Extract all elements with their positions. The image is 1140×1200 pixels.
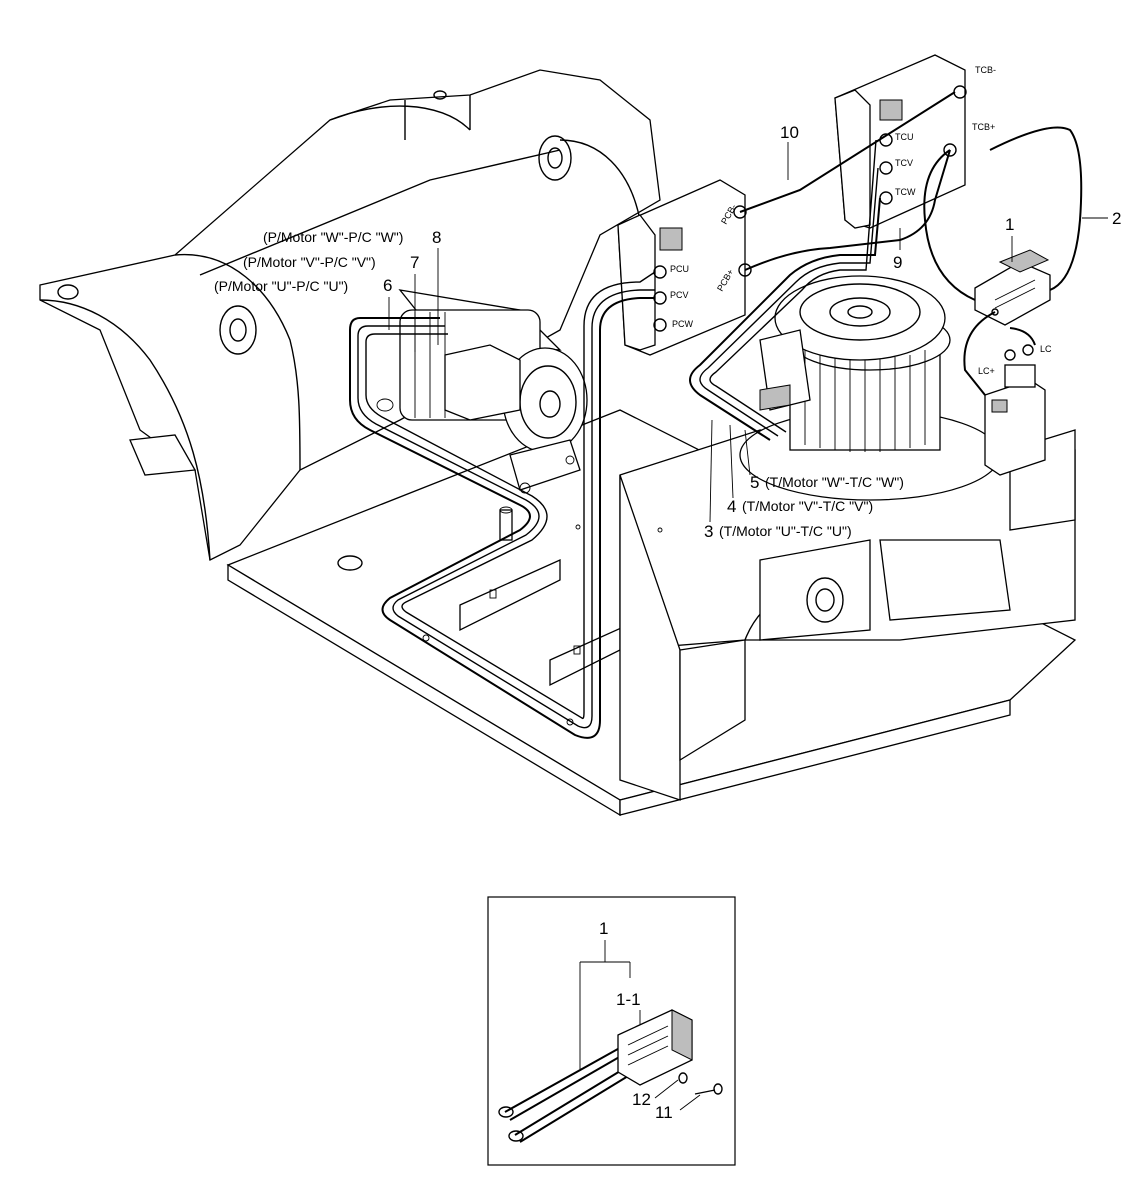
terminal-pcu: PCU (670, 264, 689, 274)
label-p-motor-v: (P/Motor "V"-P/C "V") (243, 254, 376, 270)
battery-connector (974, 249, 1051, 326)
callout-4: 4 (727, 497, 736, 516)
detail-callout-1: 1 (599, 919, 608, 938)
terminal-tcu: TCU (895, 132, 914, 142)
label-p-motor-w: (P/Motor "W"-P/C "W") (263, 229, 403, 245)
traction-motor (739, 275, 1001, 501)
detail-callout-11: 11 (655, 1103, 673, 1122)
cable-harness (349, 91, 1083, 739)
callout-8: 8 (432, 228, 441, 247)
line-contactor: LC LC+ (978, 344, 1052, 476)
callout-3: 3 (704, 522, 713, 541)
terminal-lc-plus: LC+ (978, 366, 995, 376)
callout-7: 7 (410, 253, 419, 272)
label-p-motor-u: (P/Motor "U"-P/C "U") (214, 278, 348, 294)
label-t-motor-w: (T/Motor "W"-T/C "W") (765, 474, 904, 490)
terminal-pcw: PCW (672, 319, 694, 329)
pump-motor (376, 289, 588, 494)
pump-controller: PCU PCV PCW PCB- PCB+ (617, 179, 752, 356)
callout-1: 1 (1005, 215, 1014, 234)
callout-5: 5 (750, 473, 759, 492)
callout-9: 9 (893, 253, 902, 272)
callout-10: 10 (780, 123, 799, 142)
terminal-tcw: TCW (895, 187, 916, 197)
detail-callout-1-1: 1-1 (616, 990, 641, 1009)
detail-inset: 1 1-1 12 11 (487, 896, 736, 1166)
label-t-motor-u: (T/Motor "U"-T/C "U") (719, 523, 852, 539)
terminal-pcv: PCV (670, 290, 689, 300)
callout-6: 6 (383, 276, 392, 295)
terminal-tcb-plus: TCB+ (972, 122, 995, 132)
detail-frame (487, 896, 736, 1166)
callouts: 1 2 10 9 (P/Motor "W"-P/C "W") 8 (P/Moto… (214, 123, 1121, 541)
label-t-motor-v: (T/Motor "V"-T/C "V") (742, 498, 873, 514)
traction-controller: TCU TCV TCW TCB- TCB+ (834, 54, 996, 229)
terminal-lc: LC (1040, 344, 1052, 354)
terminal-tcb-minus: TCB- (975, 65, 996, 75)
terminal-tcv: TCV (895, 158, 913, 168)
callout-2: 2 (1112, 209, 1121, 228)
detail-callout-12: 12 (632, 1090, 651, 1109)
